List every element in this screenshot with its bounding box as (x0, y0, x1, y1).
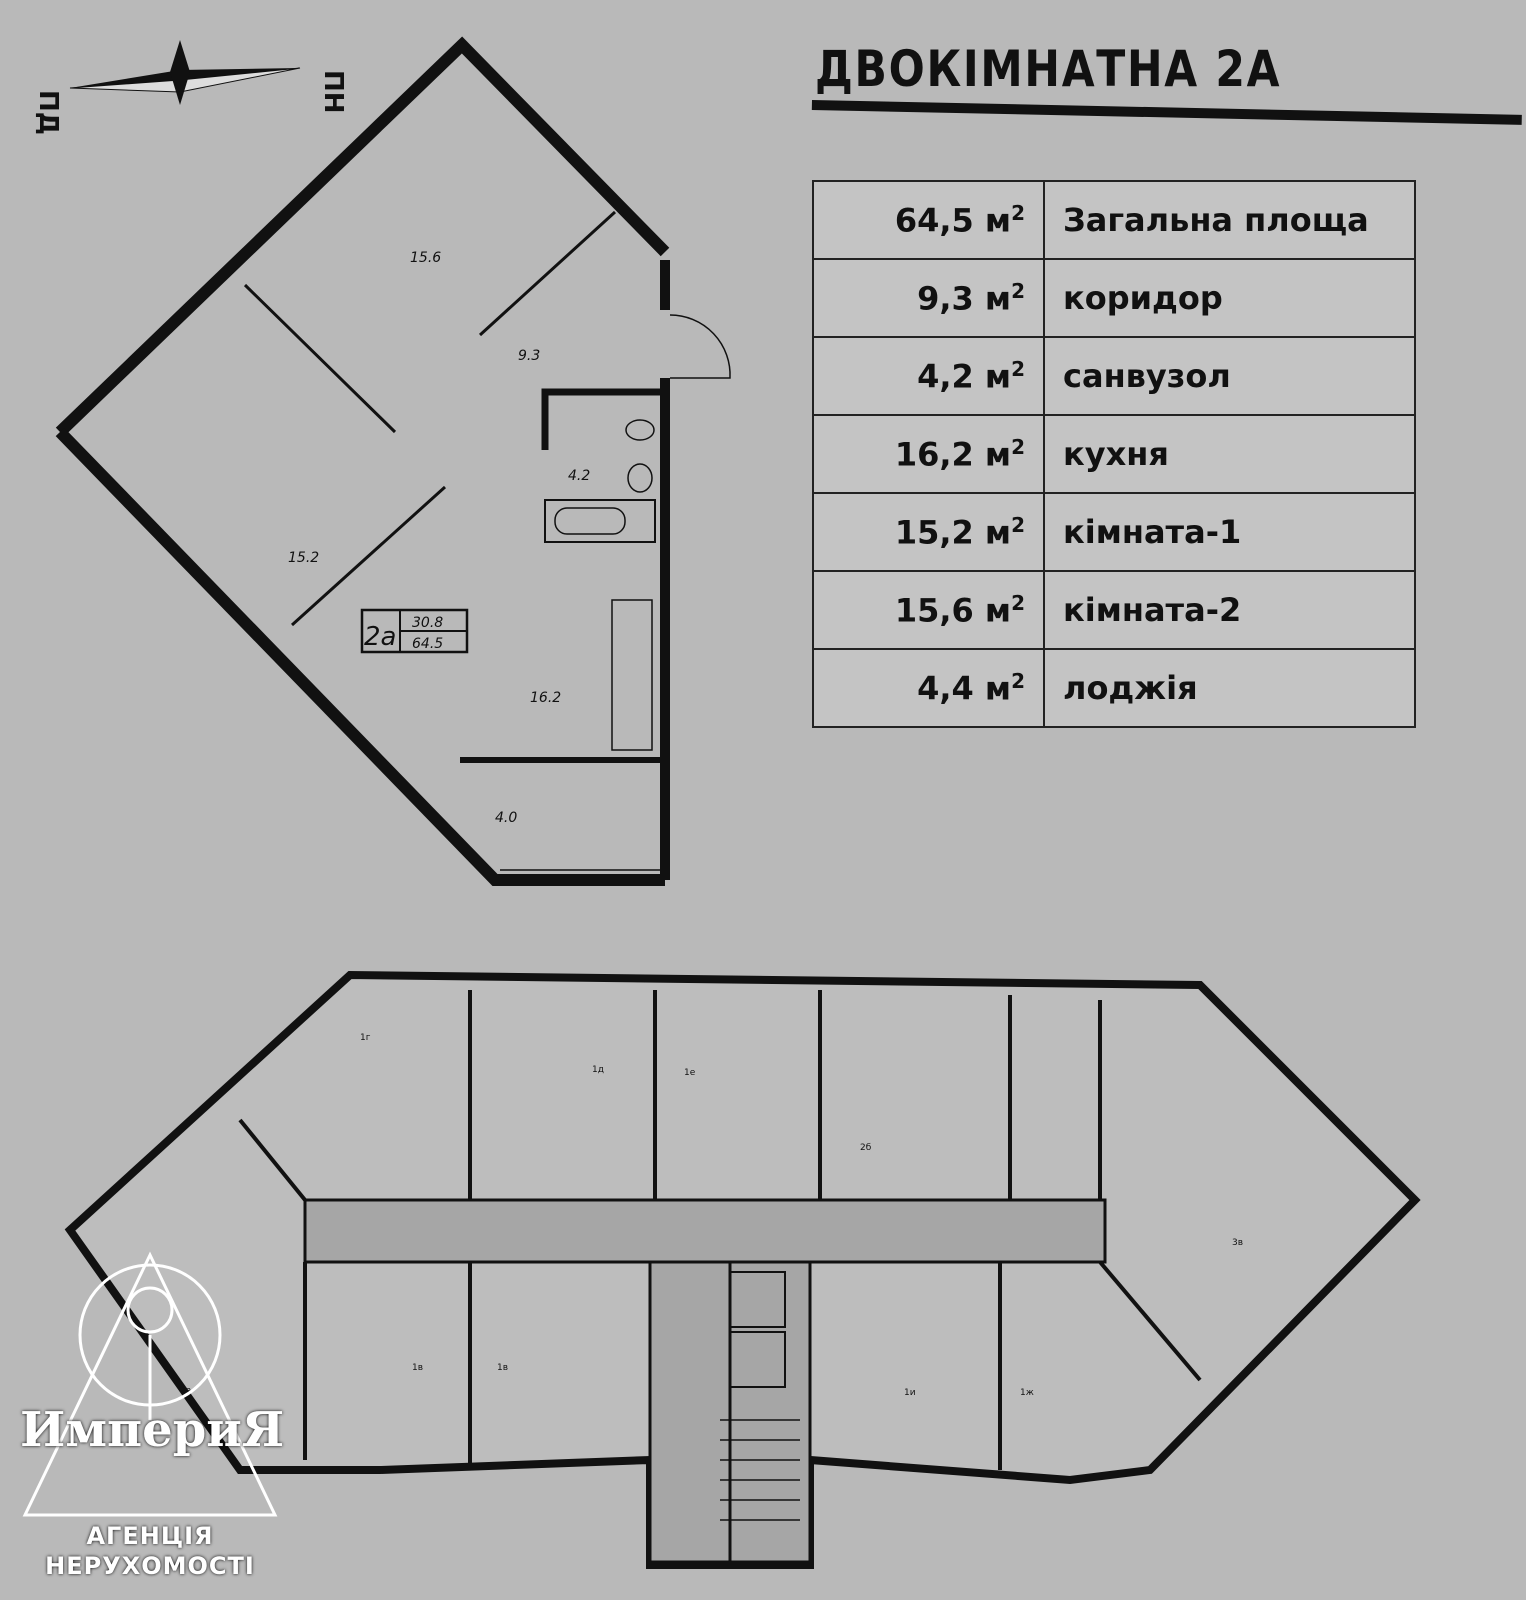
room-label: 15.2 (288, 550, 319, 566)
area-value: 16,2 м (894, 435, 1012, 474)
area-value: 9,3 м (917, 279, 1012, 318)
area-value: 15,6 м (894, 591, 1012, 630)
area-value: 4,2 м (917, 357, 1012, 396)
room-label: 4.2 (568, 468, 590, 484)
unit-tag: 1в (497, 1363, 508, 1373)
unit-tag: 1ж (1020, 1388, 1034, 1398)
apartment-plan (55, 36, 731, 886)
page-title: ДВОКІМНАТНА 2А (815, 40, 1282, 98)
area-name: кімната-2 (1043, 570, 1416, 650)
unit-tag: 1е (684, 1068, 696, 1078)
room-label: 9.3 (518, 348, 540, 364)
unit-living-area: 30.8 (412, 615, 443, 631)
logo-subtitle-1: АГЕНЦІЯ (86, 1522, 214, 1550)
area-name: коридор (1043, 258, 1416, 338)
compass-south: ПД (33, 90, 63, 135)
area-name: кімната-1 (1043, 492, 1416, 572)
unit-tag: 1г (360, 1033, 371, 1043)
unit-tag: 1в (412, 1363, 423, 1373)
unit-tag: 3в (1232, 1238, 1243, 1248)
room-label: 16.2 (530, 690, 561, 706)
building-floor-plan (64, 970, 1421, 1569)
unit-tag: 2а (180, 1386, 191, 1396)
unit-tag: 1д (592, 1065, 604, 1075)
area-value: 15,2 м (894, 513, 1012, 552)
logo-icon (22, 1251, 278, 1517)
room-label: 4.0 (495, 810, 517, 826)
area-name: санвузол (1043, 336, 1416, 416)
unit-tag: 1и (904, 1388, 916, 1398)
room-label: 15.6 (410, 250, 441, 266)
logo-name: ИмпериЯ (20, 1402, 285, 1458)
unit-tag: 2б (860, 1143, 872, 1153)
unit-total-area: 64.5 (412, 636, 443, 652)
unit-type: 2а (364, 622, 396, 652)
area-value: 4,4 м (917, 669, 1012, 708)
compass-north: ПН (318, 70, 348, 114)
area-name: кухня (1043, 414, 1416, 494)
area-value: 64,5 м (894, 201, 1012, 240)
area-name: лоджія (1043, 648, 1416, 728)
building-unit-tags: 1г 1д 1е 2б 3в 2а 1в 1в 1и 1ж (180, 1033, 1243, 1398)
area-name: Загальна площа (1043, 180, 1416, 260)
logo-subtitle-2: НЕРУХОМОСТІ (45, 1552, 255, 1580)
compass-icon: ПН ПД (33, 40, 348, 135)
